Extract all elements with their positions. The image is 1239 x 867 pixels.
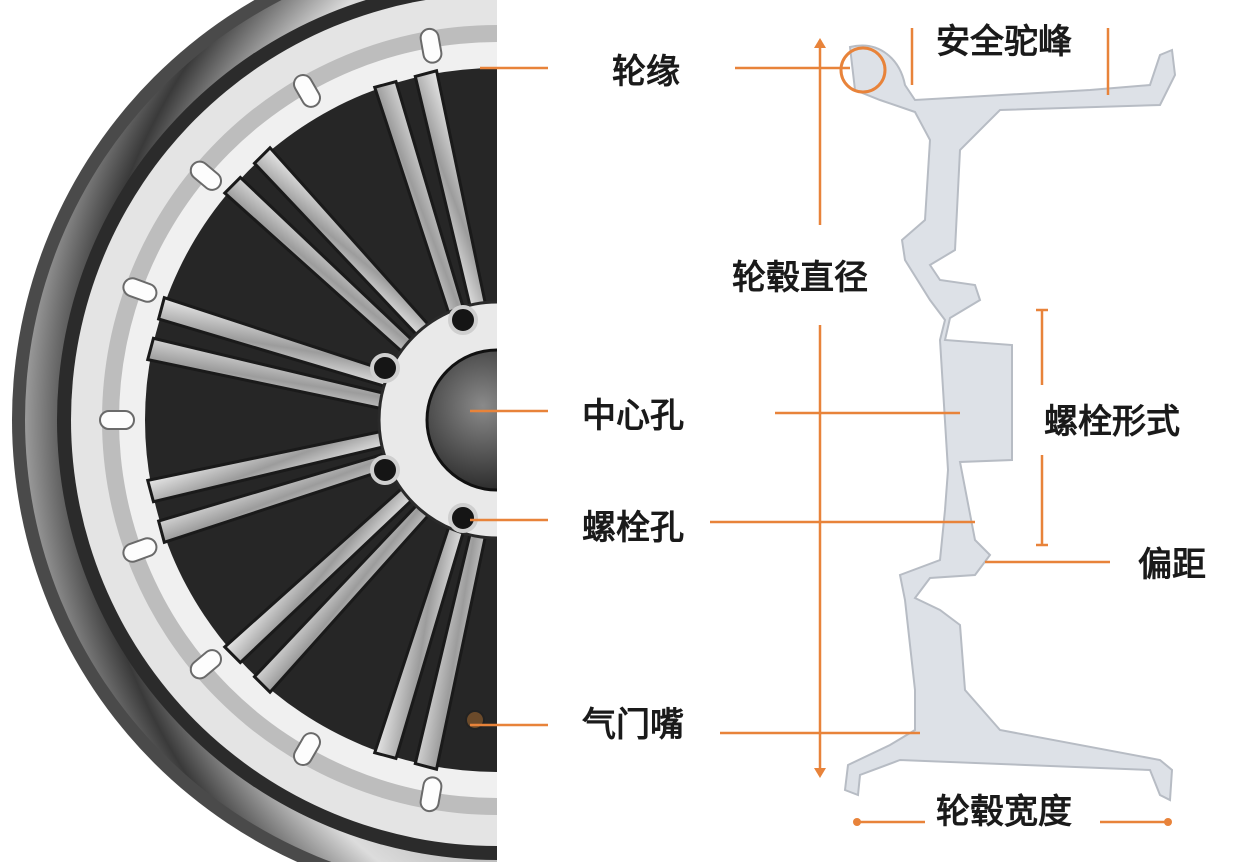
diameter-dimension — [814, 38, 826, 778]
width-dimension — [853, 818, 1172, 826]
label-bolt-hole: 螺栓孔 — [578, 508, 688, 548]
wheel-half-illustration — [12, 0, 497, 862]
label-center-bore: 中心孔 — [578, 396, 688, 436]
center-cap — [425, 348, 497, 492]
bolt-pattern-dimension — [1036, 308, 1048, 547]
leader-lines — [470, 28, 1110, 735]
label-wheel-width: 轮毂宽度 — [932, 792, 1076, 832]
label-wheel-diameter: 轮毂直径 — [728, 258, 872, 298]
rim-cross-section — [843, 44, 1177, 802]
lug-holes — [370, 305, 478, 533]
label-rim-flange: 轮缘 — [608, 52, 684, 92]
label-safety-hump: 安全驼峰 — [932, 22, 1076, 62]
label-offset: 偏距 — [1134, 545, 1210, 585]
rim-flange-marker — [839, 46, 887, 94]
label-bolt-pattern: 螺栓形式 — [1040, 402, 1184, 442]
valve-stem-shape — [465, 710, 485, 730]
label-valve-stem: 气门嘴 — [578, 705, 688, 745]
rim-lip-slots — [99, 27, 443, 813]
